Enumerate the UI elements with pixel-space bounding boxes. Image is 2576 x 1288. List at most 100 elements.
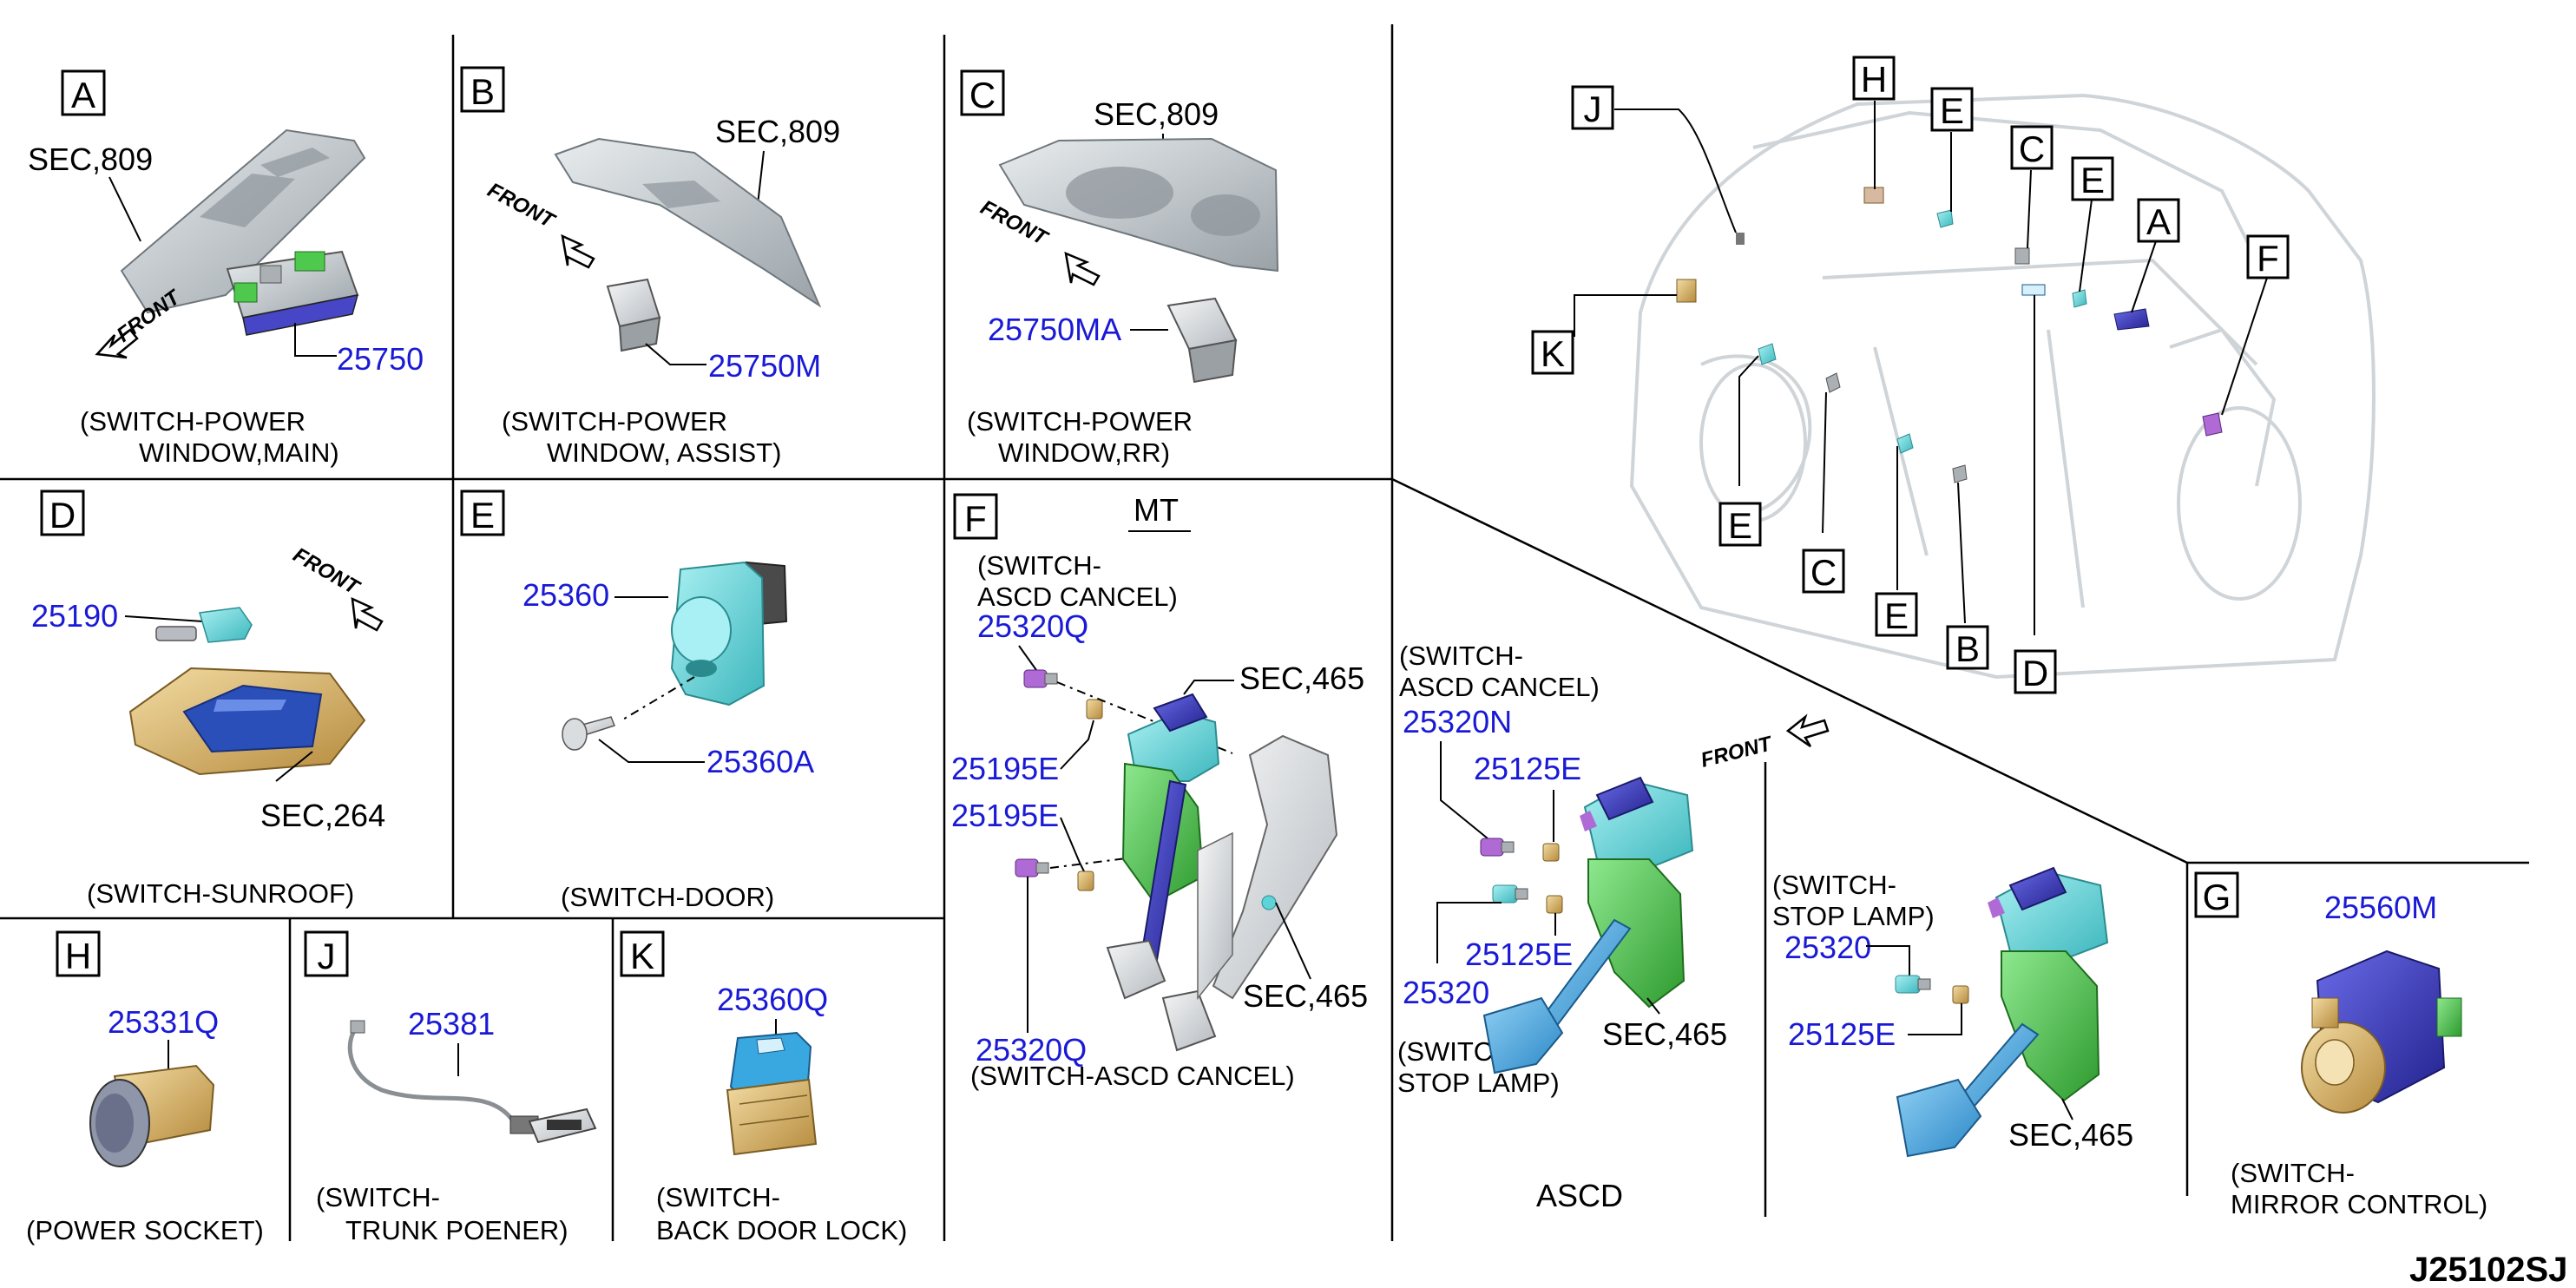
overview-tag-b: B xyxy=(1955,628,1980,669)
leader-line xyxy=(1440,741,1488,839)
leader-line xyxy=(1060,720,1094,770)
front-arrow: FRONT xyxy=(289,543,384,632)
sec-label-f-top: SEC,465 xyxy=(1239,660,1364,696)
panel-g: G 25560M (SWITCH- MIRROR CONTROL) xyxy=(2194,871,2487,1219)
caption-c-line1: (SWITCH-POWER xyxy=(967,406,1193,437)
caption-g-line1: (SWITCH- xyxy=(2231,1158,2355,1188)
diagram-code: J25102SJ xyxy=(2409,1251,2567,1288)
caption-j-line2: TRUNK POENER) xyxy=(345,1215,568,1245)
leader-line xyxy=(1908,1003,1962,1035)
power-window-switch-assist xyxy=(606,278,661,352)
stop-pedal-assembly xyxy=(1896,866,2109,1158)
window-trim-illustration xyxy=(554,137,822,308)
mt-pedal-assembly xyxy=(1106,693,1338,1052)
overview-tag-e: E xyxy=(1940,90,1964,131)
stop-label-line1: (SWITCH- xyxy=(1772,870,1896,900)
ascd-stop-label-line2: STOP LAMP) xyxy=(1397,1068,1560,1098)
part-25381: 25381 xyxy=(408,1006,495,1042)
caption-a-line2: WINDOW,MAIN) xyxy=(139,437,339,468)
part-25320q-bottom: 25320Q xyxy=(976,1032,1087,1068)
door-switch xyxy=(670,561,788,706)
caption-c-line2: WINDOW,RR) xyxy=(998,437,1170,468)
caption-h: (POWER SOCKET) xyxy=(26,1215,264,1245)
mirror-control-switch xyxy=(2301,950,2462,1114)
caption-f: (SWITCH-ASCD CANCEL) xyxy=(970,1061,1295,1091)
stop-label-line2: STOP LAMP) xyxy=(1772,901,1935,931)
vehicle-overview: J H E C E A F K E C E B D xyxy=(1531,56,2376,694)
caption-e: (SWITCH-DOOR) xyxy=(561,882,774,912)
leader-line xyxy=(294,323,337,357)
part-25125e-lower: 25125E xyxy=(1465,936,1573,972)
leader-line xyxy=(1866,945,1910,976)
overview-tag-box xyxy=(1930,87,1974,132)
svg-text:FRONT: FRONT xyxy=(289,543,365,601)
part-25750m: 25750M xyxy=(708,348,821,384)
part-25560m: 25560M xyxy=(2324,890,2437,925)
stop-lamp-switch xyxy=(1492,884,1528,904)
part-25125e-upper: 25125E xyxy=(1474,751,1581,786)
part-25320q-top: 25320Q xyxy=(977,608,1088,644)
tag-f: F xyxy=(964,498,987,539)
panel-f: F MT (SWITCH- ASCD CANCEL) 25320Q 25195E… xyxy=(951,492,1368,1091)
overview-tag-e: E xyxy=(2080,160,2105,200)
trunk-opener-switch xyxy=(347,1020,597,1144)
part-25320-ascd: 25320 xyxy=(1403,975,1489,1010)
caption-d: (SWITCH-SUNROOF) xyxy=(87,878,354,909)
mt-label: MT xyxy=(1134,492,1179,528)
part-25750ma: 25750MA xyxy=(988,312,1121,347)
power-window-switch-main xyxy=(226,250,359,336)
part-25750: 25750 xyxy=(337,341,424,377)
overview-leaders xyxy=(1574,101,2268,635)
ascd-cancel-label-line2: ASCD CANCEL) xyxy=(1399,672,1600,702)
caption-k-line1: (SWITCH- xyxy=(656,1182,780,1212)
leader-line xyxy=(1436,902,1502,963)
overview-tag-k: K xyxy=(1541,333,1565,374)
tag-k-box xyxy=(620,930,665,977)
overview-tag-box xyxy=(1718,502,1762,547)
leader-line xyxy=(124,615,204,622)
tag-h-box xyxy=(56,930,101,977)
part-25320n: 25320N xyxy=(1403,704,1512,739)
tag-e: E xyxy=(470,495,495,536)
sec-label-stop: SEC,465 xyxy=(2008,1117,2133,1153)
leader-line xyxy=(2061,1098,2073,1120)
caption-b-line2: WINDOW, ASSIST) xyxy=(547,437,781,468)
svg-text:FRONT: FRONT xyxy=(483,178,560,233)
leader-line xyxy=(1275,902,1311,980)
part-25360q: 25360Q xyxy=(717,982,828,1017)
sec-label-b: SEC,809 xyxy=(715,114,840,149)
door-switch-screw xyxy=(562,716,615,751)
overview-tag-a: A xyxy=(2146,201,2171,242)
sec-label-a: SEC,809 xyxy=(28,141,153,177)
overview-tag-box xyxy=(2010,125,2054,170)
caption-g-line2: MIRROR CONTROL) xyxy=(2231,1189,2487,1219)
tag-j: J xyxy=(318,936,336,976)
ascd-cancel-switch xyxy=(1480,838,1515,857)
nut-25195e-top xyxy=(1086,699,1103,720)
sunroof-switch xyxy=(155,607,253,643)
power-socket xyxy=(89,1064,215,1167)
tag-e-box xyxy=(460,490,505,536)
tag-b: B xyxy=(470,71,495,112)
tag-a: A xyxy=(71,75,95,115)
tag-d-box xyxy=(40,490,85,536)
leader-line xyxy=(645,343,706,365)
panel-b: B SEC,809 25750M FRONT (SWITCH-POWER WIN… xyxy=(460,66,840,468)
leader-line xyxy=(1060,817,1086,874)
vehicle-outline xyxy=(1629,93,2376,680)
overview-tag-box xyxy=(2014,649,2057,694)
ascd-cancel-switch-bottom xyxy=(1015,858,1049,877)
tag-c: C xyxy=(969,75,996,115)
overview-tag-box xyxy=(1852,56,1896,101)
leader-line xyxy=(108,176,141,242)
ascd-caption: ASCD xyxy=(1536,1178,1623,1213)
overview-tag-e: E xyxy=(1728,505,1752,546)
part-25195e-lower: 25195E xyxy=(951,798,1059,833)
panel-j: J 25381 (SWITCH- TRUNK POENER) xyxy=(304,930,597,1245)
overview-tag-j: J xyxy=(1584,89,1602,129)
part-25331q: 25331Q xyxy=(108,1004,219,1040)
ascd-pedal-assembly xyxy=(1482,776,1694,1074)
tag-j-box xyxy=(304,930,349,977)
dash-line xyxy=(621,676,695,721)
